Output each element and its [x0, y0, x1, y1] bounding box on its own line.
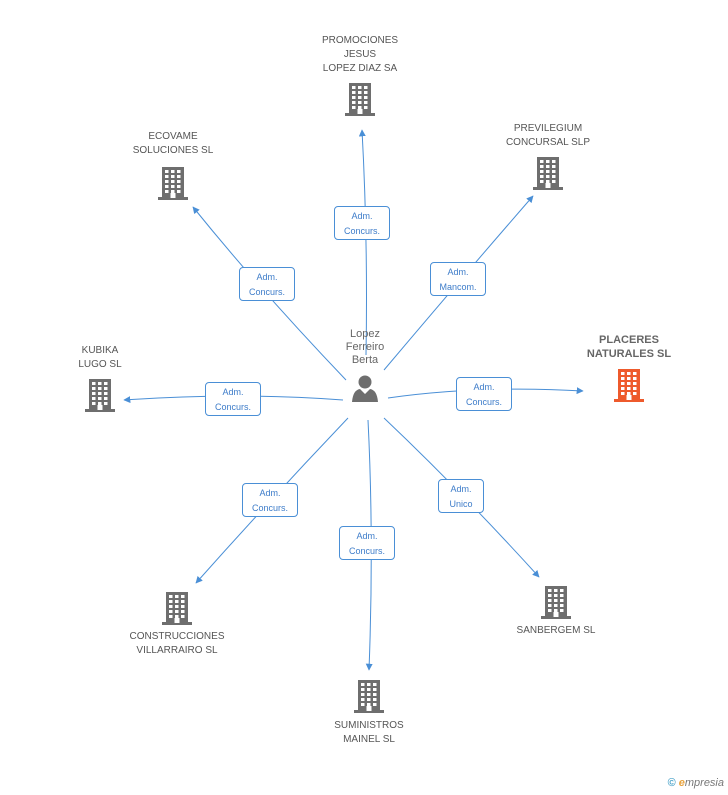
building-icon	[541, 586, 571, 619]
company-suministros[interactable]: SUMINISTROS MAINEL SL	[314, 678, 424, 747]
company-label: ECOVAME SOLUCIONES SL	[132, 131, 214, 156]
company-label: PREVILEGIUM CONCURSAL SLP	[505, 123, 591, 148]
company-label: KUBIKA LUGO SL	[78, 345, 122, 370]
company-placeres[interactable]: PLACERES NATURALES SL	[570, 333, 688, 403]
relation-badge[interactable]: Adm. Concurs.	[334, 206, 390, 240]
company-label: PLACERES NATURALES SL	[586, 334, 672, 360]
relation-badge[interactable]: Adm. Mancom.	[430, 262, 486, 296]
building-icon	[158, 167, 188, 200]
company-kubika[interactable]: KUBIKA LUGO SL	[60, 344, 140, 413]
company-previlegium[interactable]: PREVILEGIUM CONCURSAL SLP	[488, 122, 608, 191]
company-label: SUMINISTROS MAINEL SL	[334, 720, 404, 745]
building-icon	[162, 592, 192, 625]
copyright-symbol: ©	[667, 777, 676, 789]
footer-brand: © empresia	[668, 777, 724, 789]
relation-badge[interactable]: Adm. Concurs.	[339, 526, 395, 560]
brand-logo-letter: e	[678, 777, 685, 789]
building-icon-highlight	[614, 369, 644, 402]
company-sanbergem[interactable]: SANBERGEM SL	[500, 584, 612, 638]
relation-badge[interactable]: Adm. Concurs.	[242, 483, 298, 517]
person-node[interactable]: Lopez Ferreiro Berta	[330, 328, 400, 403]
brand-name: mpresia	[684, 777, 724, 789]
relation-badge[interactable]: Adm. Concurs.	[205, 382, 261, 416]
building-icon	[533, 157, 563, 190]
edge-promociones	[358, 129, 367, 356]
relation-badge[interactable]: Adm. Concurs.	[239, 267, 295, 301]
person-icon	[352, 375, 378, 402]
building-icon	[354, 680, 384, 713]
company-label: CONSTRUCCIONES VILLARRAIRO SL	[129, 631, 225, 656]
company-label: SANBERGEM SL	[516, 625, 596, 636]
building-icon	[345, 83, 375, 116]
relation-badge[interactable]: Adm. Concurs.	[456, 377, 512, 411]
building-icon	[85, 379, 115, 412]
company-ecovame[interactable]: ECOVAME SOLUCIONES SL	[118, 130, 228, 201]
relation-badge[interactable]: Adm. Unico	[438, 479, 484, 513]
company-construcciones[interactable]: CONSTRUCCIONES VILLARRAIRO SL	[117, 590, 237, 658]
company-label: PROMOCIONES JESUS LOPEZ DIAZ SA	[321, 35, 399, 74]
company-promociones[interactable]: PROMOCIONES JESUS LOPEZ DIAZ SA	[300, 34, 420, 117]
person-name: Lopez Ferreiro Berta	[345, 328, 385, 366]
